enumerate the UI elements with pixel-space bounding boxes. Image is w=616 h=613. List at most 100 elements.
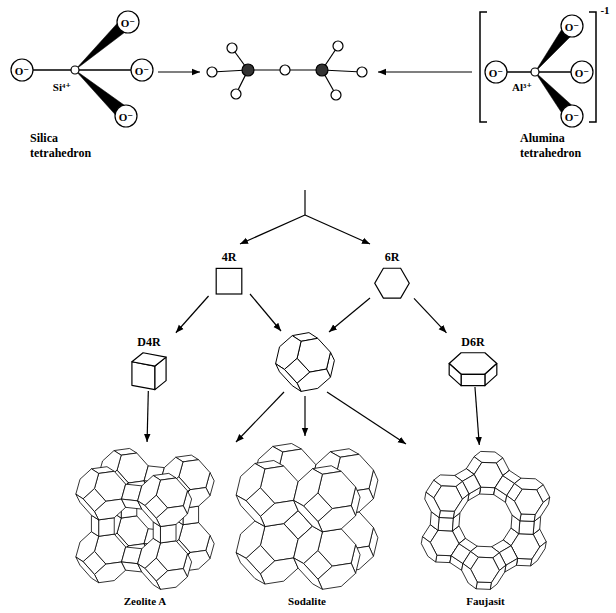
sodalite-cage [276,333,335,392]
oxygen-atom [571,61,593,83]
framework-face [421,537,437,562]
silicon-atom [71,66,79,74]
framework-face [156,506,187,527]
framework-face [318,529,356,566]
alumina-tetrahedron [480,12,596,127]
structure-name: Faujasit [466,595,505,608]
arrow-line [240,215,305,244]
framework-face [260,466,298,503]
framework-face [318,563,356,589]
arrow-line [329,298,370,332]
framework-face [138,538,161,568]
oxygen-atom [115,105,137,127]
cage-face [276,336,301,370]
structure-name: D4R [137,335,160,349]
structure-name: 6R [385,250,400,264]
four-ring [216,268,242,294]
structure-node: Alumina tetrahedron [476,8,612,160]
structure-name: D6R [461,335,484,349]
oxygen-atom [227,43,237,53]
framework-face [534,497,550,521]
framework-face [505,558,518,572]
flow-arrows [158,72,472,444]
aluminium-atom [531,68,539,76]
atom-label: O⁻ [135,65,149,77]
framework-face [138,501,161,527]
oxygen-atom [561,105,583,127]
framework-face [160,524,176,543]
arrow-line [378,71,472,72]
structure-figure [398,448,573,608]
tetrahedral-atom [316,64,328,76]
oxygen-atom [333,41,343,51]
arrow-line [305,215,370,244]
structure-name: Alumina tetrahedron [520,131,602,160]
structure-figure [40,445,250,608]
connector-arrow [147,391,148,442]
oxygen-atom [117,11,139,33]
structure-drawing [375,268,410,298]
connector-arrow [475,387,479,445]
framework-face [520,514,536,521]
framework-face [156,569,187,590]
oxygen-atom [485,61,507,83]
structure-name: Sodalite [288,595,326,608]
atom-label: -1 [600,4,609,16]
prism-face [449,364,461,386]
atom-label: O⁻ [121,17,135,29]
framework-face [476,582,492,589]
framework-face [294,469,323,506]
atom-label: O⁻ [119,111,133,123]
tetrahedral-atom [242,64,254,76]
structure-drawing [132,353,166,390]
structure-node: 4R [208,250,250,296]
arrow-line [327,392,406,444]
connector-arrow [176,296,209,333]
structure-name: 4R [222,250,237,264]
cube-face [132,353,166,366]
framework-face [260,558,298,584]
structure-node: Sodalite [232,440,382,608]
framework-face [519,521,534,534]
structure-name: Silica tetrahedron [30,131,112,160]
structure-node: Faujasit [398,448,573,608]
framework-face [318,471,356,508]
oxygen-atom [357,67,367,77]
framework-face [94,499,125,520]
structure-figure [232,440,382,608]
prism-face [485,364,497,386]
framework-face [531,542,547,566]
framework-face [76,494,99,520]
framework-face [260,524,298,561]
atom-label: Al³⁺ [512,81,532,93]
framework-face [94,471,125,501]
framework-face [438,517,453,530]
structure-drawing [421,451,549,589]
framework-face [515,478,544,490]
framework-face [138,564,161,590]
cage-face [276,364,301,392]
arrow-line [236,392,284,442]
structure-node: Zeolite A [40,445,250,608]
framework-face [425,492,441,517]
atom-label: O⁻ [565,111,579,123]
framework-face [294,558,323,589]
oxygen-atom [131,59,153,81]
framework-face [138,476,161,506]
framework-face [76,532,99,562]
framework-face [434,475,463,487]
oxygen-atom [11,59,33,81]
cage-face [297,338,330,372]
framework-face [294,500,323,531]
atom-label: O⁻ [489,67,503,79]
framework-face [439,511,455,518]
arrow-line [304,190,305,215]
framework-face [236,521,265,558]
framework-face [471,546,500,558]
connector-arrow [414,298,446,332]
oxygen-atom [280,65,290,75]
structure-drawing [76,448,214,589]
oxygen-atom [231,89,241,99]
structure-node: 6R [370,250,414,300]
framework-face [236,495,265,526]
